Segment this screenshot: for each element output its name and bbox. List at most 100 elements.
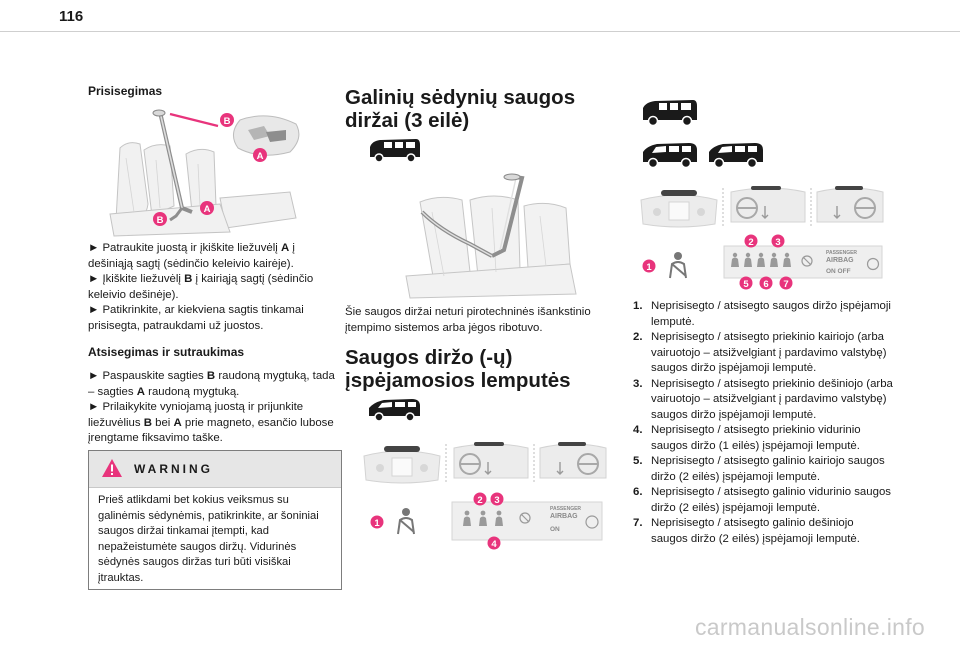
legend-item-text: Neprisisegto / atsisegto priekinio vidur… <box>651 424 861 452</box>
svg-text:6: 6 <box>763 279 768 290</box>
belt-illustration-3rd-row: B A A B <box>109 109 300 237</box>
van-icon <box>370 139 420 163</box>
legend-item: 5. Neprisisegto / atsisegto galinio kairi… <box>633 454 893 485</box>
legend-item-text: Neprisisegto / atsisegto galinio kairioj… <box>651 455 885 483</box>
legend-item-number: 5. <box>633 455 643 467</box>
callout-a-top: A <box>253 148 267 162</box>
callout-3: 3 <box>490 492 504 506</box>
steering-wheel-right <box>539 442 607 479</box>
callout-1: 1 <box>370 515 384 529</box>
svg-text:1: 1 <box>374 518 380 529</box>
legend-item: 2. Neprisisegto / atsisegto priekinio kai… <box>633 330 893 377</box>
bold-marker: A <box>173 416 182 429</box>
rear-seats-illustration <box>405 173 577 299</box>
van-icon-3row <box>643 100 697 127</box>
heading-buckling: Prisisegimas <box>88 84 163 98</box>
svg-text:1: 1 <box>646 262 652 273</box>
svg-text:7: 7 <box>783 279 788 290</box>
unbuckling-instructions: ► Paspauskite sagties B raudoną mygtuką,… <box>88 369 342 447</box>
svg-text:2: 2 <box>477 495 482 506</box>
svg-text:PASSENGER: PASSENGER <box>826 250 857 256</box>
callout-5: 5 <box>739 276 753 290</box>
callout-b-top: B <box>220 113 234 127</box>
van-icon-variant-b <box>709 143 763 169</box>
section-title-warning-lamps-line2: įspėjamosios lemputės <box>345 369 571 392</box>
svg-text:AIRBAG: AIRBAG <box>826 257 854 264</box>
section-title-rear-belts-line1: Galinių sėdynių saugos <box>345 86 576 109</box>
legend-item-text: Neprisisegto / atsisegto galinio vidurin… <box>651 486 891 514</box>
callout-1: 1 <box>642 259 656 273</box>
text-run: į kairiąją sagtį (sėdinčio keleivio deši… <box>88 273 314 301</box>
seatbelt-warning-icon <box>397 508 415 535</box>
indicator-panel: PASSENGER AIRBAG ON <box>451 501 603 541</box>
legend-item: 7.Neprisisegto / atsisegto galinio dešin… <box>633 516 893 547</box>
page-number: 116 <box>59 8 84 25</box>
svg-text:ON: ON <box>550 526 560 533</box>
instrument-cluster <box>363 446 441 484</box>
legend-item-number: 4. <box>633 424 643 436</box>
legend-item-text: Neprisisegto / atsisegto saugos diržo įs… <box>651 300 891 328</box>
warning-triangle-icon <box>102 459 122 477</box>
text-run: bei <box>151 416 174 429</box>
dashboard-layouts-illustration-col3 <box>640 186 884 228</box>
legend-item-number: 1. <box>633 300 643 312</box>
text-run: raudoną mygtuką. <box>145 385 240 398</box>
header-divider <box>0 31 960 32</box>
seatbelt-warning-panel-col3: 1 PASSENGER AIRBAG ON OFF 2 3 5 6 <box>642 234 883 290</box>
callout-b-bottom: B <box>153 212 167 226</box>
bold-marker: A <box>280 242 290 254</box>
callout-a-bottom: A <box>200 201 214 215</box>
svg-text:A: A <box>257 151 264 162</box>
indicator-panel: PASSENGER AIRBAG ON OFF <box>723 245 883 279</box>
warning-header: WARNING <box>89 451 341 488</box>
dashboard-layouts-illustration <box>363 442 607 484</box>
steering-wheel-left <box>453 442 529 479</box>
seatbelt-warning-panel-col2: 1 PASSENGER AIRBAG ON 2 3 4 <box>370 492 603 550</box>
svg-text:5: 5 <box>743 279 749 290</box>
legend-item-text: Neprisisegto / atsisegto priekinio kairi… <box>651 331 887 374</box>
warning-box: WARNING Prieš atlikdami bet kokius veiks… <box>88 450 342 590</box>
legend-item-text: Neprisisegto / atsisegto priekinio dešin… <box>651 377 893 421</box>
section-title-rear-belts-line2: diržai (3 eilė) <box>345 109 470 132</box>
svg-text:ON OFF: ON OFF <box>826 268 851 275</box>
svg-text:3: 3 <box>775 237 780 248</box>
legend-item: 3. Neprisisegto / atsisegto priekinio deš… <box>633 377 893 424</box>
callout-7: 7 <box>779 276 793 290</box>
bold-marker: B <box>143 416 152 429</box>
text-run: ► Įkiškite liežuvėlį <box>88 273 185 285</box>
text-run: ► Paspauskite sagties <box>88 370 207 382</box>
legend-item-number: 2. <box>633 331 643 343</box>
svg-text:B: B <box>157 215 164 226</box>
legend-item-number: 7. <box>633 517 643 529</box>
section-title-warning-lamps-line1: Saugos diržo (-ų) <box>345 346 513 369</box>
legend-item-number: 6. <box>633 486 643 498</box>
legend-item-number: 3. <box>633 377 643 390</box>
text-run: ► Prilaikykite vyniojamą juostą ir priju… <box>88 401 304 429</box>
svg-text:PASSENGER: PASSENGER <box>550 506 581 512</box>
legend-item: 1. Neprisisegto / atsisegto saugos diržo … <box>633 299 893 330</box>
svg-text:B: B <box>224 116 231 127</box>
callout-2: 2 <box>473 492 487 506</box>
bold-marker: B <box>184 273 193 285</box>
svg-text:A: A <box>204 204 211 215</box>
van-icon-variant-a <box>643 143 697 169</box>
heading-unbuckling: Atsisegimas ir sutraukimas <box>88 345 245 359</box>
text-run: į dešiniąją sagtį (sėdinčio keleivio kai… <box>88 242 295 270</box>
callout-6: 6 <box>759 276 773 290</box>
buckling-instructions: ► Patraukite juostą ir įkiškite liežuvėl… <box>88 241 342 334</box>
minivan-icon <box>369 399 420 422</box>
callout-4: 4 <box>487 536 501 550</box>
bold-marker: A <box>136 385 145 398</box>
svg-text:2: 2 <box>748 237 753 248</box>
seatbelt-warning-icon <box>669 252 687 279</box>
watermark: carmanualsonline.info <box>694 614 925 640</box>
svg-text:4: 4 <box>491 539 497 550</box>
text-run: prie magneto, esančio lubose įrengtame f… <box>88 416 334 445</box>
warning-label: WARNING <box>134 462 213 476</box>
text-run: raudoną mygtuką, tada – sagties <box>88 370 335 398</box>
svg-text:3: 3 <box>494 495 499 506</box>
text-run: ► Patraukite juostą ir įkiškite liežuvėl… <box>88 242 281 254</box>
legend-item: 6. Neprisisegto / atsisegto galinio vidur… <box>633 485 893 516</box>
rear-belts-description: Šie saugos diržai neturi pirotechninės i… <box>345 306 591 334</box>
warning-text: Prieš atlikdami bet kokius veiksmus su g… <box>98 494 319 584</box>
